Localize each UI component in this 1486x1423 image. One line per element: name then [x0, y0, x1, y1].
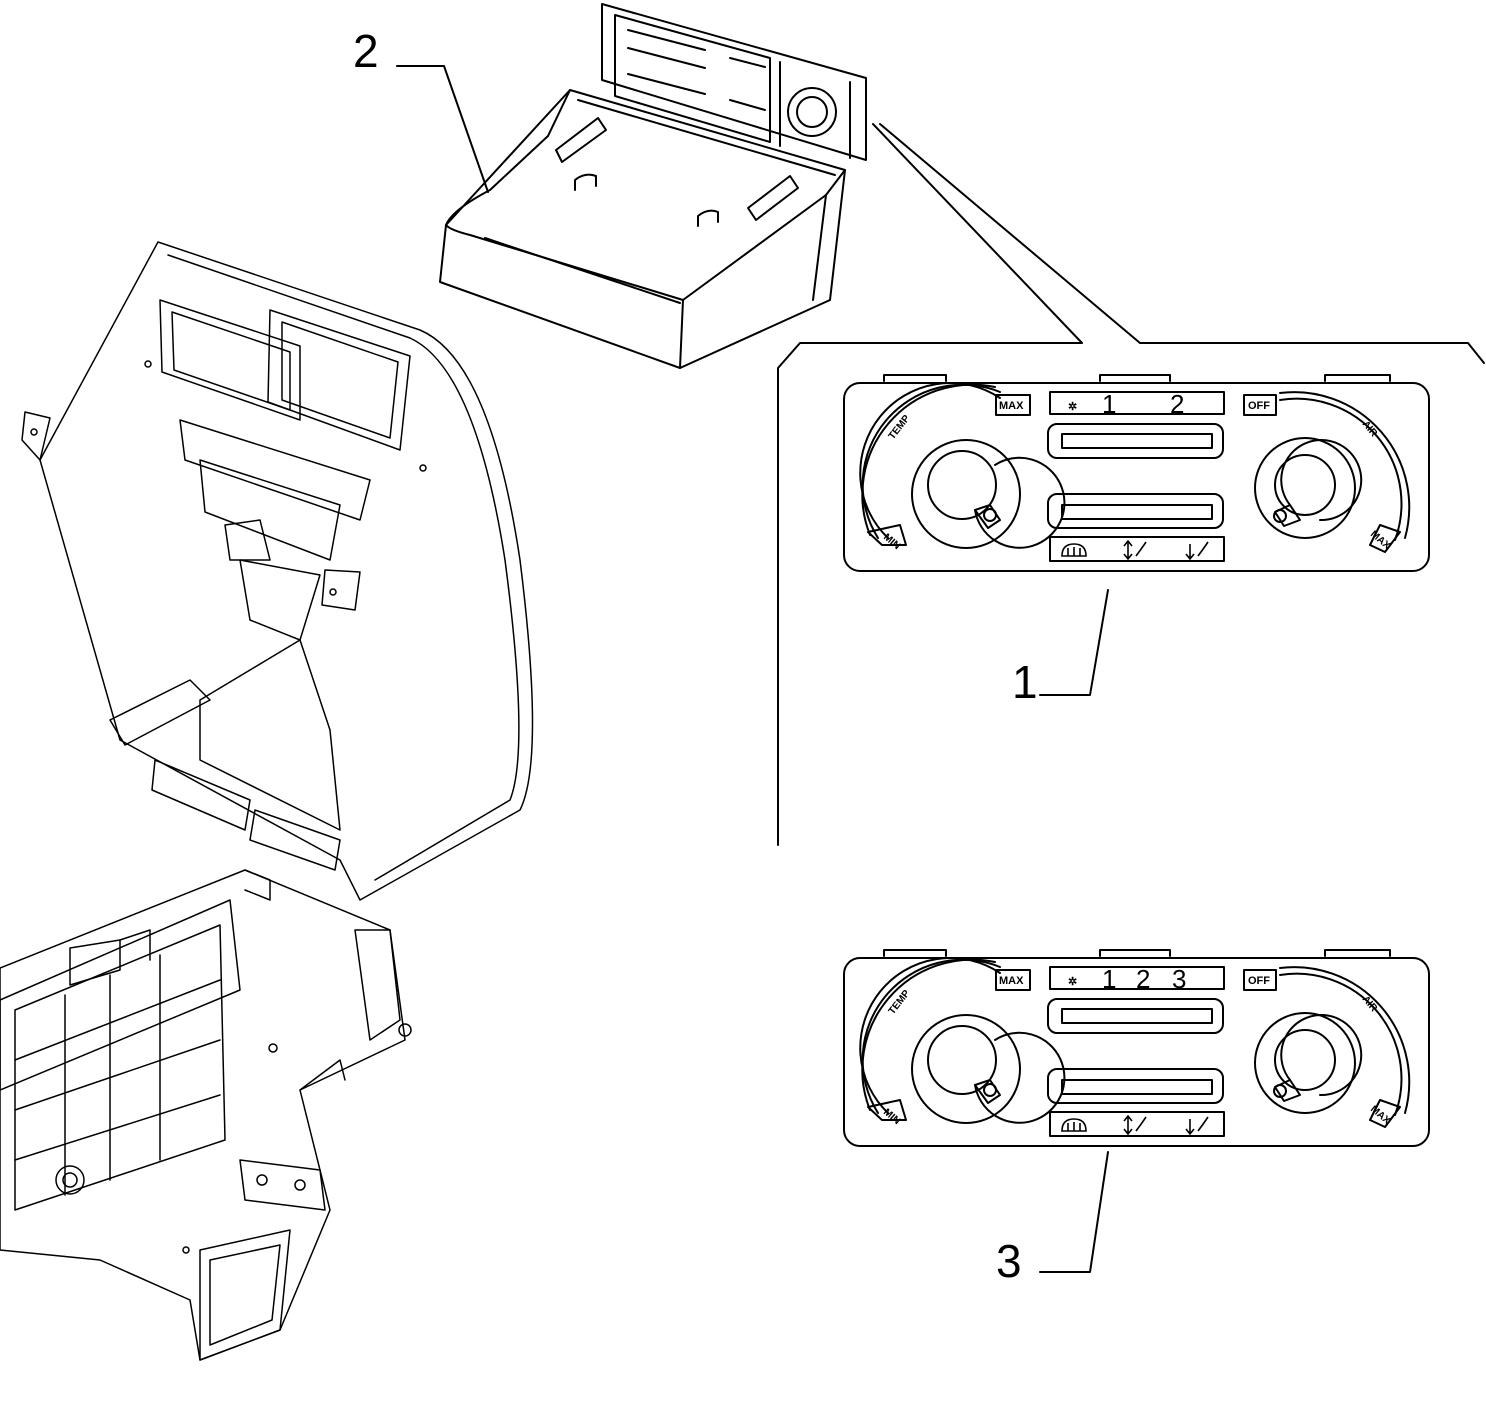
climate-control-panel-1 [843, 374, 1430, 572]
panel-1-max-label: MAX [999, 400, 1024, 412]
central-console-tunnel [21, 241, 534, 901]
panel-1-speed-1: 1 [1102, 389, 1116, 419]
panel-3-speed-2: 2 [1136, 964, 1150, 994]
panel-3-max-label: MAX [999, 975, 1024, 987]
callout-3-leader [1039, 1151, 1109, 1273]
fan-icon: ✲ [1068, 976, 1077, 988]
panel-1-speed-2: 2 [1170, 389, 1184, 419]
panel-3-off-label: OFF [1248, 975, 1270, 987]
panel-3-temp-label: TEMP [887, 988, 913, 1017]
console-housing-part-2 [396, 3, 867, 369]
callout-1-leader [1039, 589, 1109, 696]
defrost-icon [1061, 543, 1087, 557]
panel-1-off-label: OFF [1248, 400, 1270, 412]
panel-3-labels: MAX TEMP MIN OFF AIR MAX ✲ 1 2 3 [881, 964, 1392, 1136]
panel-1-temp-label: TEMP [887, 413, 913, 442]
detail-callout-frame [777, 123, 1485, 846]
air-down-icon [1185, 1116, 1209, 1136]
panel-3-speed-1: 1 [1102, 964, 1116, 994]
callout-3-label: 3 [996, 1235, 1022, 1287]
air-down-icon [1185, 541, 1209, 561]
callout-1-label: 1 [1012, 656, 1038, 708]
air-up-down-icon [1123, 1114, 1147, 1136]
air-up-down-icon [1123, 539, 1147, 561]
heater-distributor-unit [0, 869, 412, 1361]
panel-3-speed-3: 3 [1172, 964, 1186, 994]
climate-control-panel-3 [843, 949, 1430, 1147]
callout-2-label: 2 [353, 25, 379, 77]
fan-icon: ✲ [1068, 401, 1077, 413]
defrost-icon [1061, 1118, 1087, 1132]
